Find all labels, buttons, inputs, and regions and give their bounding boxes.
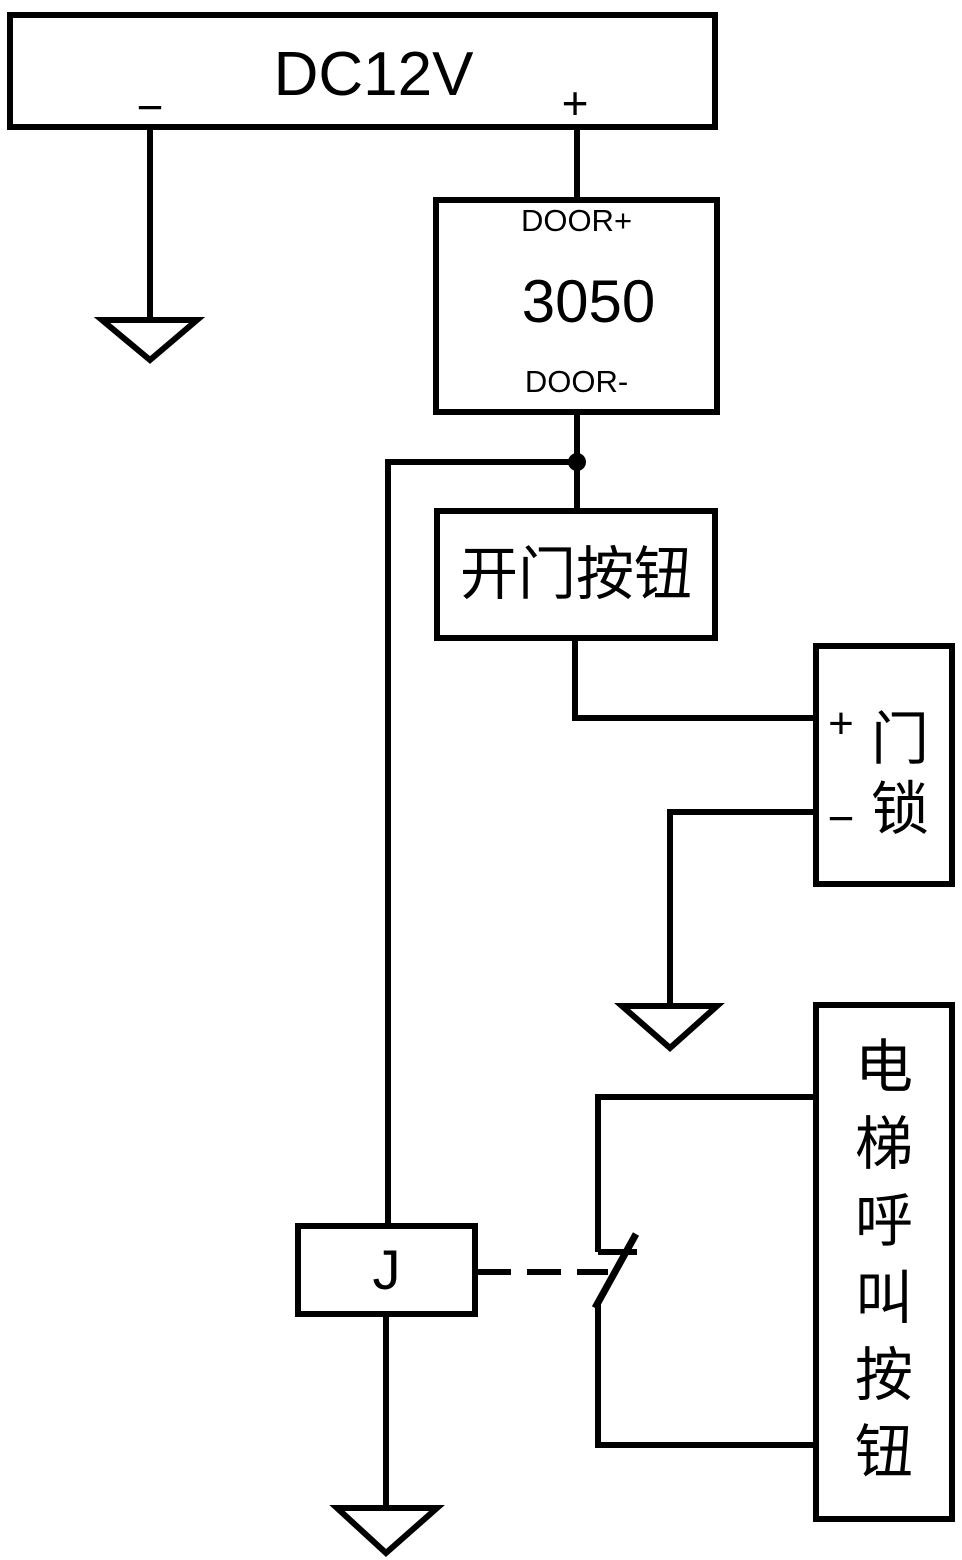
power-plus-terminal-label: +	[561, 77, 589, 129]
door-lock-minus-label: −	[827, 792, 855, 844]
relay-box: J	[295, 1223, 478, 1317]
power-supply-box: DC12V	[7, 12, 718, 130]
door-lock-label: 门锁	[870, 707, 929, 842]
wire-lock-minus-down	[667, 809, 816, 1004]
door-lock-plus-label: +	[828, 699, 854, 748]
relay-label: J	[372, 1238, 401, 1301]
controller-door-minus-label: DOOR-	[524, 364, 629, 400]
open-door-button-label: 开门按钮	[459, 541, 692, 607]
ground-symbol-lock	[614, 1003, 725, 1053]
door-lock-box: + − 门锁	[813, 643, 955, 887]
power-minus-terminal-label: −	[136, 81, 164, 133]
wire-branch-to-relay	[385, 459, 577, 1226]
wire-elevator-top-to-contact	[595, 1094, 816, 1252]
ground-symbol-relay	[329, 1505, 445, 1558]
relay-contact-blade	[591, 1232, 640, 1310]
controller-model-label: 3050	[521, 268, 656, 335]
elevator-call-button-box: 电梯呼叫按钮	[813, 1002, 955, 1522]
elevator-call-button-label: 电梯呼叫按钮	[854, 1035, 913, 1485]
wire-contact-to-elevator-bottom	[595, 1304, 816, 1448]
wire-open-button-to-lock-plus	[572, 639, 816, 721]
controller-box: DOOR+ 3050 DOOR-	[433, 197, 720, 415]
controller-door-plus-label: DOOR+	[520, 203, 633, 238]
open-door-button-box: 开门按钮	[434, 508, 718, 641]
ground-symbol-power	[93, 317, 206, 364]
power-supply-label: DC12V	[273, 40, 474, 109]
